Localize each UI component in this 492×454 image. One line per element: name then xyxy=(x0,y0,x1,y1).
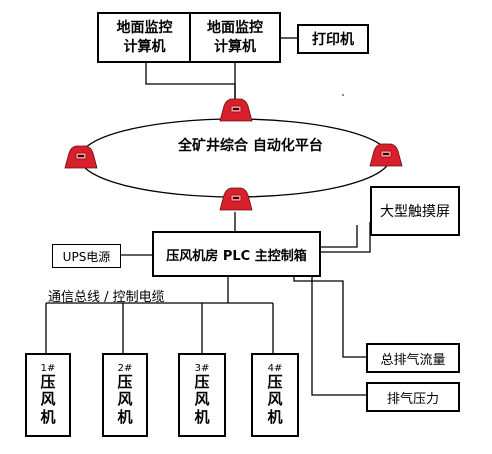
compressor-4-box: 4# 压 风 机 xyxy=(251,353,299,437)
discharge-pressure-box: 排气压力 xyxy=(366,382,460,412)
printer-box: 打印机 xyxy=(297,24,369,54)
touchscreen-box: 大型触摸屏 xyxy=(370,186,460,236)
link-computer1 xyxy=(145,62,236,100)
compressor-1-box: 1# 压 风 机 xyxy=(25,353,71,437)
network-switch-icon xyxy=(369,143,403,167)
compressor-name: 压 风 机 xyxy=(267,373,283,426)
monitoring-computer-2: 地面监控 计算机 xyxy=(189,12,281,63)
platform-label: 全矿井综合 自动化平台 xyxy=(178,138,323,154)
link-pressure xyxy=(311,276,366,396)
link-flow xyxy=(293,276,366,358)
compressor-number: 4# xyxy=(267,363,283,375)
compressor-name: 压 风 机 xyxy=(117,373,133,426)
plc-main-control-box: 压风机房 PLC 主控制箱 xyxy=(152,231,321,277)
compressor-number: 2# xyxy=(117,363,133,375)
network-switch-icon xyxy=(64,145,98,169)
bus-label: 通信总线 / 控制电缆 xyxy=(48,290,165,305)
compressor-name: 压 风 机 xyxy=(40,373,56,426)
compressor-name: 压 风 机 xyxy=(194,373,210,426)
compressor-number: 3# xyxy=(194,363,210,375)
network-switch-icon xyxy=(219,98,253,122)
network-switch-icon xyxy=(219,187,253,211)
compressor-number: 1# xyxy=(40,363,56,375)
compressor-3-box: 3# 压 风 机 xyxy=(178,353,226,437)
compressor-2-box: 2# 压 风 机 xyxy=(102,353,148,437)
ups-box: UPS电源 xyxy=(52,244,121,268)
total-flow-box: 总排气流量 xyxy=(366,343,460,373)
monitoring-computer-1: 地面监控 计算机 xyxy=(97,12,192,63)
link-touchscreen xyxy=(315,225,358,248)
